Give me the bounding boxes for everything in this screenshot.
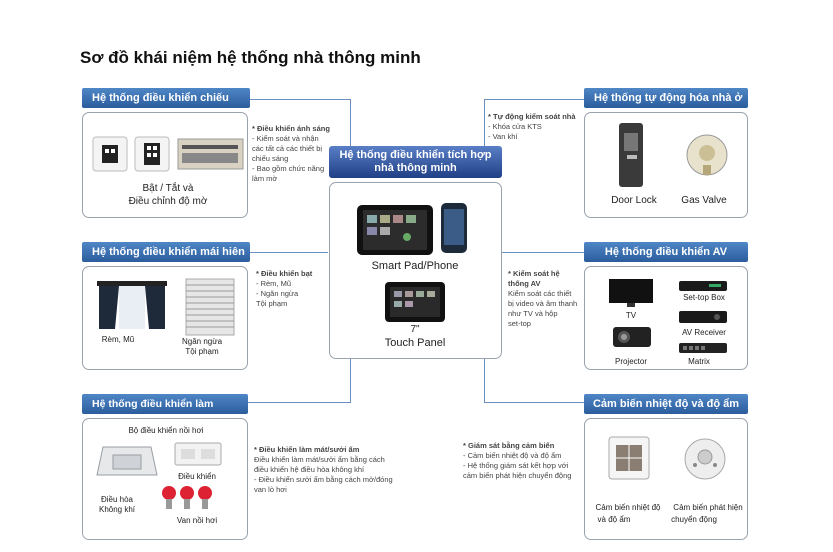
tv-icon (609, 279, 653, 307)
blinds-label-2: Tội phạm (185, 347, 219, 356)
connector-lighting-v (350, 99, 351, 147)
page-title: Sơ đồ khái niệm hệ thống nhà thông minh (80, 48, 421, 67)
lighting-caption-2: Điều chỉnh độ mờ (128, 196, 208, 207)
av-note: * Kiểm soát hệ thống AV Kiểm soát các th… (508, 269, 578, 328)
av-header: Hệ thống điều khiển AV (584, 242, 748, 262)
motion-sensor-icon (684, 438, 726, 480)
hvac-note: * Điều khiển làm mát/sưởi ấm Điều khiển … (254, 445, 393, 494)
touch-panel-icon (385, 282, 445, 322)
temperature-humidity-sensor-icon (608, 436, 650, 480)
door-lock-icon (619, 123, 643, 187)
controller-label: Điều khiển (178, 472, 216, 481)
projector-label: Projector (614, 357, 647, 366)
blinds-icon (185, 278, 235, 336)
air-conditioner-icon (96, 446, 158, 476)
curtain-icon (97, 281, 167, 329)
sensor2-label-2: chuyển động (671, 515, 717, 524)
av-receiver-label: AV Receiver (682, 328, 726, 337)
boiler-valve-label: Van nồi hơi (176, 516, 218, 525)
lighting-note: * Điều khiển ánh sáng - Kiểm soát và nhậ… (252, 124, 330, 183)
smart-pad-icon (357, 203, 467, 255)
projector-icon (613, 327, 651, 347)
ac-label-1: Điều hòa (100, 495, 134, 504)
gas-valve-label: Gas Valve (681, 195, 727, 206)
connector-automation-v (484, 99, 485, 147)
connector-av (502, 252, 584, 253)
matrix-icon (679, 343, 727, 353)
sensor-note: * Giám sát bằng cảm biến - Cảm biến nhiệ… (463, 441, 572, 480)
automation-note: * Tự động kiểm soát nhà - Khóa cửa KTS -… (488, 112, 576, 141)
touch-panel-label: Touch Panel (384, 337, 446, 349)
sensor1-label-1: Cảm biến nhiệt độ (595, 503, 661, 512)
sensor-header: Cảm biến nhiệt độ và độ ẩm (584, 394, 748, 414)
matrix-label: Matrix (688, 357, 710, 366)
lighting-caption-1: Bật / Tắt và (142, 183, 194, 194)
curtain-box: Rèm, Mũ Ngăn ngừa Tội phạm (82, 266, 248, 370)
av-receiver-icon (679, 311, 727, 323)
connector-curtain (250, 252, 328, 253)
connector-sensor-v (484, 359, 485, 403)
lighting-header: Hệ thống điều khiển chiếu sáng (82, 88, 250, 124)
curtain-header: Hệ thống điều khiển mái hiên (82, 242, 250, 262)
curtain-label: Rèm, Mũ (101, 335, 135, 344)
automation-box: Door Lock Gas Valve (584, 112, 748, 218)
connector-lighting-h (250, 99, 350, 100)
boiler-controller-label: Bộ điều khiển nồi hơi (128, 426, 204, 435)
touch-panel-size: 7" (410, 324, 420, 335)
gas-valve-icon (686, 134, 728, 176)
connector-hvac-v (350, 359, 351, 403)
connector-automation-h (484, 99, 584, 100)
connector-sensor-h (484, 402, 584, 403)
hvac-header: Hệ thống điều khiển làm mát/sưởi ấm (82, 394, 248, 430)
blinds-label-1: Ngăn ngừa (181, 337, 223, 346)
door-lock-label: Door Lock (611, 195, 657, 206)
hvac-box: Bộ điều khiển nồi hơi Điều khiển Điều hò… (82, 418, 248, 540)
tv-label: TV (625, 311, 637, 320)
sensor-box: Cảm biến nhiệt độ và độ ẩm Cảm biến phát… (584, 418, 748, 540)
smart-pad-label: Smart Pad/Phone (371, 260, 459, 272)
automation-header: Hệ thống tự động hóa nhà ở (584, 88, 748, 108)
av-box: TV Set-top Box AV Receiver Projector Mat… (584, 266, 748, 370)
lighting-box: Bật / Tắt và Điều chỉnh độ mờ (82, 112, 248, 218)
controller-icon (174, 442, 222, 466)
connector-hvac-h (248, 402, 351, 403)
boiler-valve-icon (162, 486, 212, 509)
sensor2-label-1: Cảm biến phát hiện (673, 503, 743, 512)
settop-label: Set-top Box (683, 293, 725, 302)
sensor1-label-2: và độ ẩm (597, 515, 631, 524)
ac-label-2: Không khí (98, 505, 136, 514)
settop-box-icon (679, 281, 727, 291)
light-switch-icon (92, 136, 244, 172)
center-header: Hệ thống điều khiển tích hợp nhà thông m… (329, 146, 502, 178)
curtain-note: * Điều khiển bạt - Rèm, Mũ - Ngăn ngừa T… (256, 269, 313, 308)
